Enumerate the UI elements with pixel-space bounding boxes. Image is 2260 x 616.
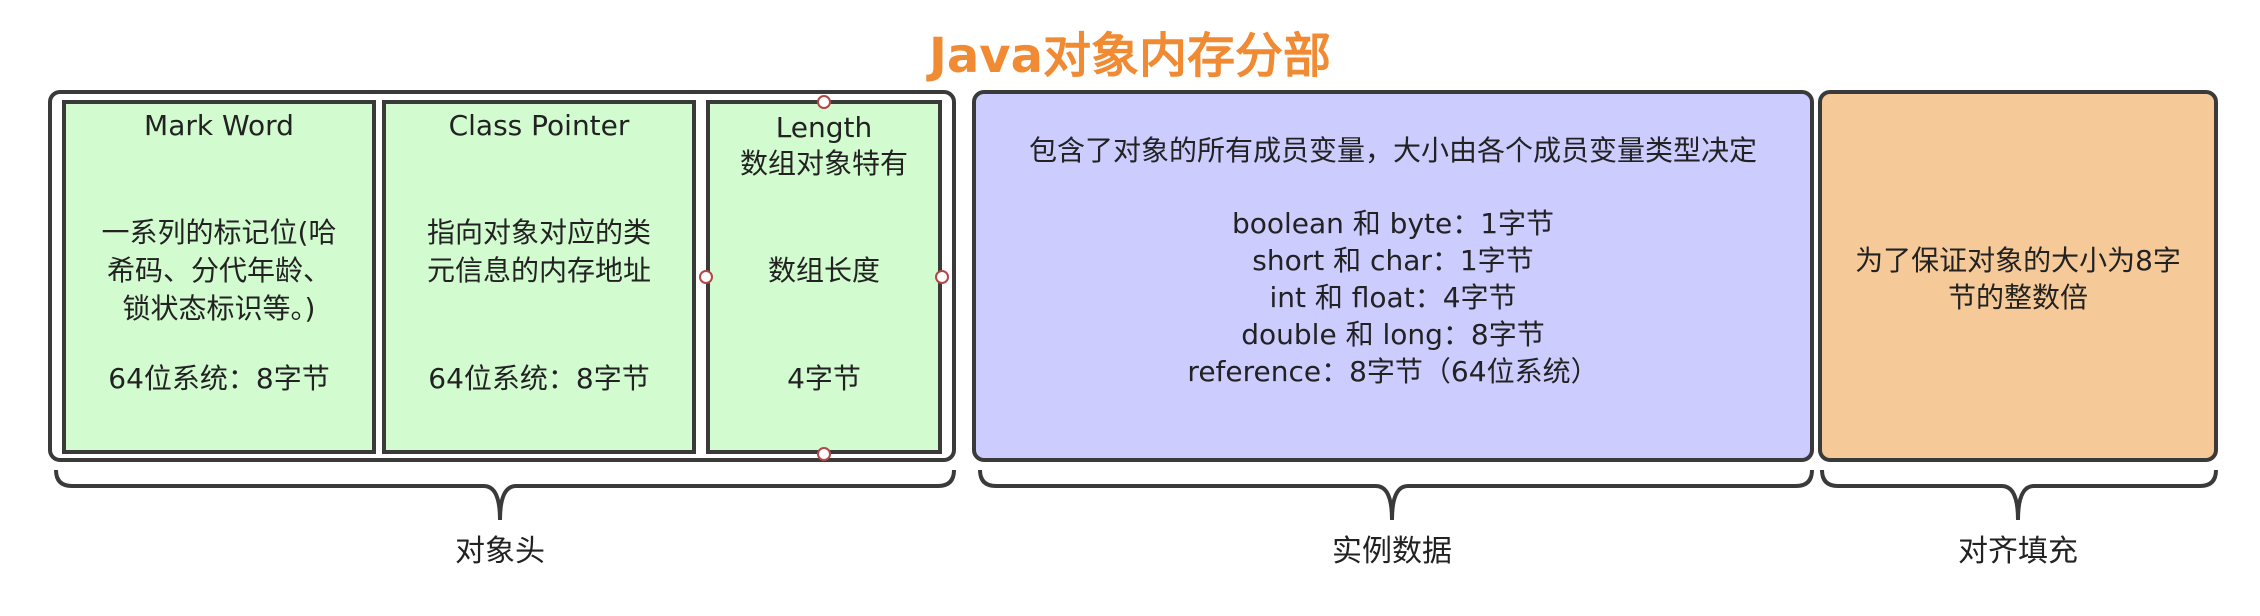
padding-label: 对齐填充 [1958,534,2078,569]
type-size-line: int 和 float：4字节 [1269,281,1517,314]
instance-data-heading: 包含了对象的所有成员变量，大小由各个成员变量类型决定 [1028,134,1757,167]
selection-handle-left[interactable] [699,270,713,284]
instance-data-box: 包含了对象的所有成员变量，大小由各个成员变量类型决定 boolean 和 byt… [972,90,1814,462]
mark-word-desc-line: 希码、分代年龄、 [106,254,331,287]
class-pointer-desc-line: 指向对象对应的类 [426,216,651,249]
selection-handle-bottom[interactable] [817,447,831,461]
mark-word-cell: Mark Word 一系列的标记位(哈 希码、分代年龄、 锁状态标识等。) 64… [62,100,376,454]
type-size-line: reference：8字节（64位系统） [1187,355,1599,388]
type-size-line: double 和 long：8字节 [1241,318,1545,351]
selection-handle-right[interactable] [935,270,949,284]
class-pointer-desc-line: 元信息的内存地址 [426,254,651,287]
object-header-label: 对象头 [455,534,545,569]
mark-word-title: Mark Word [144,109,294,142]
padding-box: 为了保证对象的大小为8字 节的整数倍 [1818,90,2218,462]
mark-word-desc-line: 锁状态标识等。) [122,292,316,325]
header-brace [54,469,956,521]
instance-brace [978,469,1814,521]
padding-desc: 为了保证对象的大小为8字 节的整数倍 [1822,242,2214,316]
mark-word-desc-line: 一系列的标记位(哈 [101,216,337,249]
instance-data-type-list: boolean 和 byte：1字节 short 和 char：1字节 int … [976,205,1810,390]
mark-word-size: 64位系统：8字节 [108,362,330,395]
selection-handle-top[interactable] [817,95,831,109]
type-size-line: boolean 和 byte：1字节 [1231,207,1555,240]
length-title: Length [775,111,873,144]
length-desc: 数组长度 [767,254,880,287]
class-pointer-title: Class Pointer [448,109,630,142]
padding-desc-line: 为了保证对象的大小为8字 [1855,244,2181,277]
instance-data-label: 实例数据 [1332,534,1452,569]
class-pointer-desc: 指向对象对应的类 元信息的内存地址 [386,214,692,290]
length-size: 4字节 [787,362,861,395]
padding-brace [1820,469,2218,521]
diagram-title: Java对象内存分部 [929,28,1331,84]
mark-word-desc: 一系列的标记位(哈 希码、分代年龄、 锁状态标识等。) [66,214,372,328]
class-pointer-cell: Class Pointer 指向对象对应的类 元信息的内存地址 64位系统：8字… [382,100,696,454]
length-subtitle: 数组对象特有 [739,147,908,180]
type-size-line: short 和 char：1字节 [1252,244,1534,277]
class-pointer-size: 64位系统：8字节 [428,362,650,395]
padding-desc-line: 节的整数倍 [1947,281,2088,314]
